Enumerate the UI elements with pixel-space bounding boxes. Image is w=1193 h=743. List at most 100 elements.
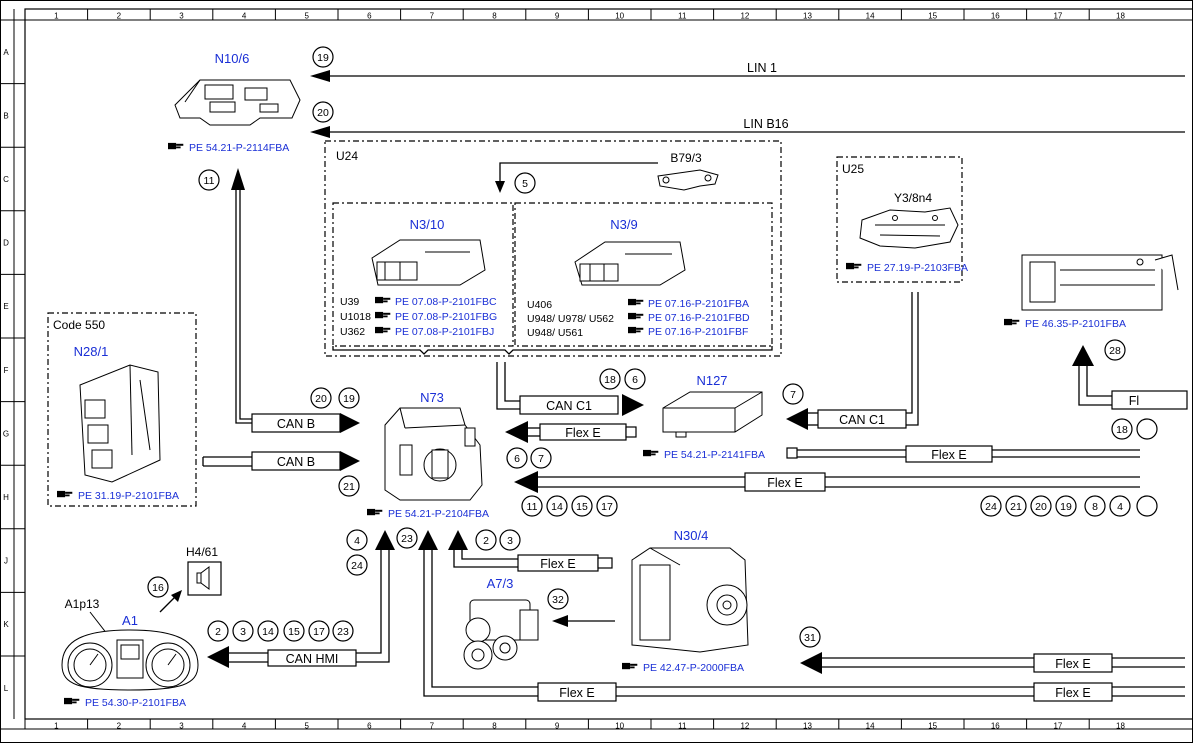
n3-9-label: N3/9 (610, 217, 637, 232)
speaker-icon (196, 566, 210, 590)
column-index-label: 6 (367, 12, 372, 21)
marker-m18b: 18 (1111, 418, 1133, 440)
column-index-label: 15 (928, 722, 937, 731)
marker-number: 16 (152, 582, 164, 594)
marker-m28: 28 (1104, 339, 1126, 361)
marker-m8: 8 (1084, 495, 1106, 517)
marker-m24a: 24 (980, 495, 1002, 517)
y3-8n4-device-icon (859, 207, 959, 249)
marker-mblank (1136, 495, 1158, 517)
column-index-label: 10 (615, 12, 624, 21)
marker-m16: 16 (147, 576, 169, 598)
marker-number: 18 (604, 374, 616, 386)
marker-number: 8 (1092, 501, 1098, 513)
can-c1-label-2: CAN C1 (839, 413, 885, 427)
fl-line: Fl (1072, 345, 1188, 410)
n3-10-label: N3/10 (410, 217, 445, 232)
column-index-label: 6 (367, 722, 372, 731)
marker-m32: 32 (547, 588, 569, 610)
a1p13-label: A1p13 (65, 597, 100, 611)
marker-number: 4 (354, 535, 360, 547)
can-b-line-1: CAN B (231, 168, 360, 433)
n30-4-device-icon (631, 547, 749, 653)
n3-9-module: N3/9 U406 U948/ U978/ U562 U948/ U561 PE… (527, 217, 750, 339)
marker-number: 14 (262, 626, 274, 638)
marker-number: 2 (483, 535, 489, 547)
marker-m18a: 18 (599, 368, 621, 390)
right-actuator-ref: PE 46.35-P-2101FBA (1025, 318, 1126, 330)
linb16-line: LIN B16 (310, 117, 1185, 138)
column-index-label: 8 (492, 12, 497, 21)
n10-6-label: N10/6 (215, 51, 250, 66)
marker-m6b: 6 (506, 447, 528, 469)
marker-number: 18 (1116, 424, 1128, 436)
marker-m21: 21 (338, 475, 360, 497)
n28-1-device-icon (79, 364, 161, 483)
marker-number: 14 (551, 501, 563, 513)
marker-number: 7 (538, 453, 544, 465)
column-index-label: 16 (991, 722, 1000, 731)
n30-4-ref: PE 42.47-P-2000FBA (643, 662, 744, 674)
marker-number: 3 (507, 535, 513, 547)
column-index-label: 8 (492, 722, 497, 731)
marker-number: 6 (514, 453, 520, 465)
row-index-label: D (3, 239, 9, 248)
a1-label: A1 (122, 613, 138, 628)
n28-1-label: N28/1 (74, 344, 109, 359)
y3-8n4-label: Y3/8n4 (894, 191, 932, 205)
can-c1-line-1: CAN C1 (496, 362, 644, 416)
n10-6-module: N10/6 PE 54.21-P-2114FBA (168, 51, 301, 154)
n10-6-ref: PE 54.21-P-2114FBA (189, 142, 289, 154)
n3-10-module: N3/10 U39 U1018 U362 PE 07.08-P-2101FBC … (340, 217, 497, 338)
column-index: 1122334455667788991010111112121313141415… (24, 9, 1193, 731)
row-index-label: B (3, 111, 8, 120)
column-index-label: 12 (740, 722, 749, 731)
marker-m11b: 11 (521, 495, 543, 517)
marker-m17b: 17 (308, 620, 330, 642)
marker-number: 15 (288, 626, 300, 638)
n73-ref: PE 54.21-P-2104FBA (388, 508, 489, 520)
marker-number: 19 (317, 52, 329, 64)
n3-10-code-3: U362 (340, 326, 365, 338)
n73-device-icon (384, 407, 483, 501)
row-index-label: K (3, 620, 9, 629)
marker-m19c: 19 (1055, 495, 1077, 517)
marker-m2b: 2 (207, 620, 229, 642)
marker-m2a: 2 (475, 529, 497, 551)
column-index-label: 13 (803, 722, 812, 731)
marker-number: 17 (601, 501, 613, 513)
n3-10-code-2: U1018 (340, 311, 371, 323)
marker-m14a: 14 (546, 495, 568, 517)
marker-m6a: 6 (624, 368, 646, 390)
can-c1-line-2: CAN C1 (786, 292, 919, 430)
column-index-label: 11 (678, 722, 687, 731)
n127-label: N127 (696, 373, 727, 388)
n127-device-icon (662, 391, 763, 438)
flex-e-label-3: Flex E (767, 476, 802, 490)
column-index-label: 10 (615, 722, 624, 731)
row-index-label: F (4, 366, 9, 375)
column-index-label: 4 (242, 12, 247, 21)
marker-m5: 5 (514, 172, 536, 194)
marker-number: 4 (1117, 501, 1123, 513)
a1-instrument-cluster: A1p13 A1 PE 54.30-P-2101FBA (61, 597, 199, 709)
marker-m31: 31 (799, 626, 821, 648)
marker-m15a: 15 (571, 495, 593, 517)
marker-number: 21 (343, 481, 355, 493)
marker-m7a: 7 (782, 383, 804, 405)
b79-3-label: B79/3 (670, 151, 702, 165)
column-index-label: 18 (1116, 12, 1125, 21)
n3-9-code-2: U948/ U978/ U562 (527, 313, 614, 325)
column-index-label: 13 (803, 12, 812, 21)
column-index-label: 7 (430, 12, 435, 21)
linb16-label: LIN B16 (743, 117, 788, 131)
u25-group: U25 Y3/8n4 PE 27.19-P-2103FBA (836, 156, 968, 283)
h4-61-speaker: H4/61 (159, 545, 222, 613)
marker-number: 15 (576, 501, 588, 513)
marker-m19b: 19 (338, 387, 360, 409)
marker-m18c (1136, 418, 1158, 440)
flex-e-line-n73-n127: Flex E (505, 421, 637, 443)
column-index-label: 4 (242, 722, 247, 731)
n28-1-ref: PE 31.19-P-2101FBA (78, 490, 179, 502)
